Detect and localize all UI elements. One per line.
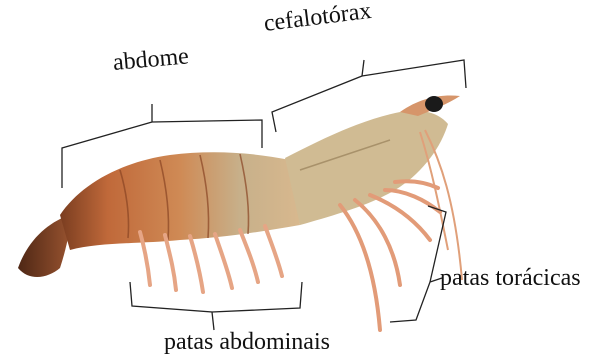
bracket-patas-abdominais xyxy=(130,282,302,330)
label-patas-toracicas: patas torácicas xyxy=(440,266,581,290)
eye xyxy=(425,96,443,112)
label-patas-abdominais: patas abdominais xyxy=(164,330,330,354)
antennae xyxy=(420,130,462,280)
abdomen-shape xyxy=(60,152,300,250)
